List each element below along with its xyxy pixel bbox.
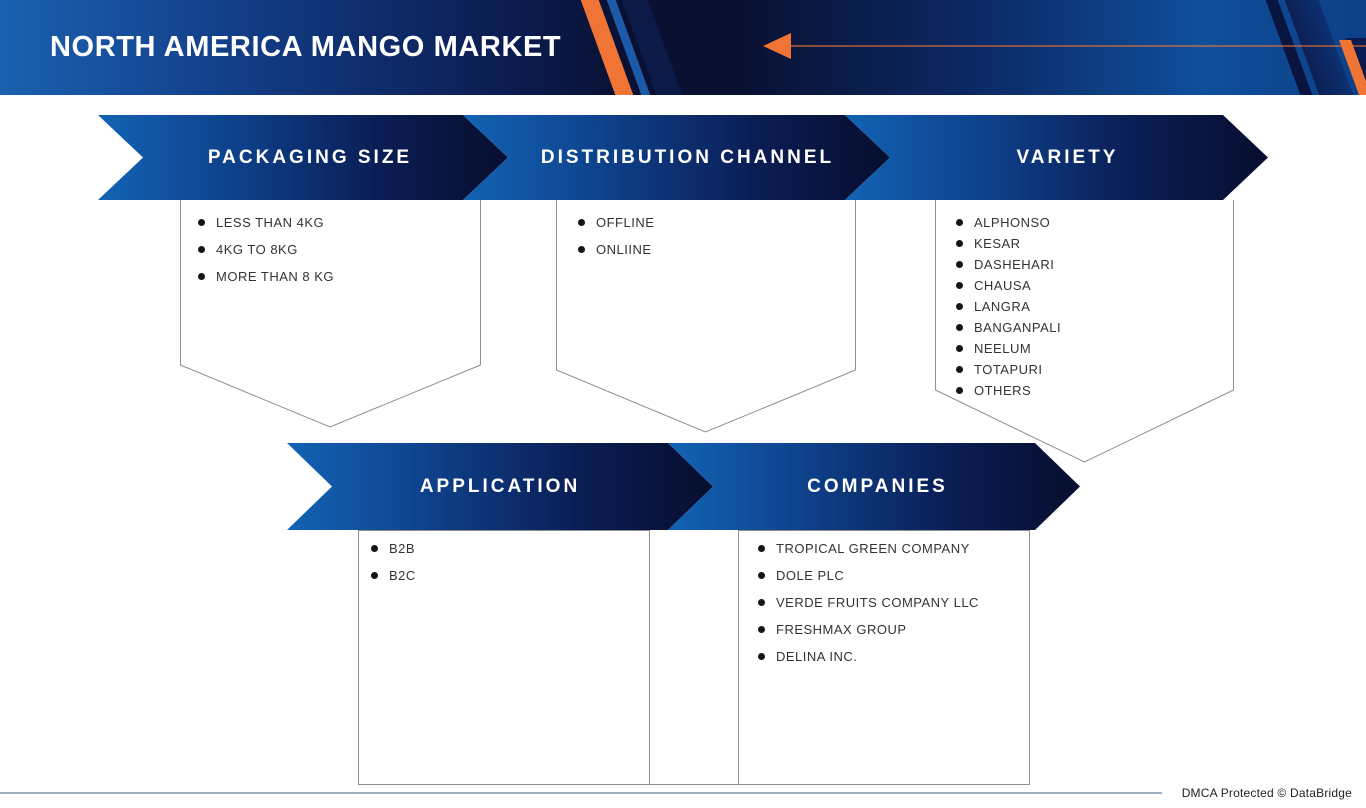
list-item-text: OFFLINE — [596, 215, 655, 230]
list-item: MORE THAN 8 KG — [198, 263, 334, 290]
application-list: B2B B2C — [371, 535, 416, 589]
bullet-icon — [956, 345, 963, 352]
bullet-icon — [371, 572, 378, 579]
list-item: ONLIINE — [578, 236, 654, 263]
dmca-watermark: DMCA Protected © DataBridge — [1181, 786, 1352, 800]
list-item: CHAUSA — [956, 275, 1061, 296]
list-item: 4KG TO 8KG — [198, 236, 334, 263]
bottom-rule — [0, 792, 1162, 794]
bullet-icon — [956, 303, 963, 310]
bullet-icon — [758, 572, 765, 579]
packaging-size-list: LESS THAN 4KG 4KG TO 8KG MORE THAN 8 KG — [198, 209, 334, 290]
list-item-text: FRESHMAX GROUP — [776, 622, 907, 637]
list-item: KESAR — [956, 233, 1061, 254]
header-band: NORTH AMERICA MANGO MARKET — [0, 0, 1366, 95]
list-item-text: B2B — [389, 541, 416, 556]
bullet-icon — [758, 653, 765, 660]
list-item: DELINA INC. — [758, 643, 979, 670]
application-label: APPLICATION — [419, 475, 581, 497]
list-item: OFFLINE — [578, 209, 654, 236]
list-item: FRESHMAX GROUP — [758, 616, 979, 643]
packaging-size-box — [180, 200, 481, 428]
list-item: B2B — [371, 535, 416, 562]
companies-banner — [668, 443, 1080, 530]
list-item-text: MORE THAN 8 KG — [216, 269, 335, 284]
list-item-text: DOLE PLC — [776, 568, 845, 583]
list-item-text: B2C — [389, 568, 416, 583]
variety-banner — [845, 115, 1268, 200]
distribution-channel-label: DISTRIBUTION CHANNEL — [540, 146, 835, 168]
list-item: VERDE FRUITS COMPANY LLC — [758, 589, 979, 616]
list-item-text: OTHERS — [974, 383, 1032, 398]
left-arrow-icon — [763, 33, 791, 59]
variety-box — [935, 200, 1234, 463]
list-item-text: TOTAPURI — [974, 362, 1043, 377]
companies-box — [738, 530, 1030, 785]
list-item-text: DELINA INC. — [776, 649, 858, 664]
bullet-icon — [578, 219, 585, 226]
distribution-channel-banner — [463, 115, 890, 200]
bullet-icon — [956, 261, 963, 268]
list-item-text: DASHEHARI — [974, 257, 1055, 272]
list-item-text: ONLIINE — [596, 242, 652, 257]
list-item: B2C — [371, 562, 416, 589]
list-item-text: LESS THAN 4KG — [216, 215, 325, 230]
list-item-text: CHAUSA — [974, 278, 1032, 293]
list-item-text: 4KG TO 8KG — [216, 242, 298, 257]
list-item: DASHEHARI — [956, 254, 1061, 275]
bullet-icon — [956, 282, 963, 289]
bullet-icon — [371, 545, 378, 552]
list-item-text: KESAR — [974, 236, 1021, 251]
list-item-text: BANGANPALI — [974, 320, 1062, 335]
companies-list: TROPICAL GREEN COMPANY DOLE PLC VERDE FRUI… — [758, 535, 979, 670]
bullet-icon — [758, 599, 765, 606]
arrow-line — [790, 45, 1366, 47]
list-item: LESS THAN 4KG — [198, 209, 334, 236]
bullet-icon — [956, 387, 963, 394]
list-item-text: LANGRA — [974, 299, 1031, 314]
list-item-text: VERDE FRUITS COMPANY LLC — [776, 595, 979, 610]
list-item: TOTAPURI — [956, 359, 1061, 380]
bullet-icon — [578, 246, 585, 253]
bullet-icon — [956, 219, 963, 226]
application-banner — [287, 443, 713, 530]
bullet-icon — [198, 246, 205, 253]
list-item: NEELUM — [956, 338, 1061, 359]
distribution-channel-box — [556, 200, 856, 433]
list-item-text: ALPHONSO — [974, 215, 1051, 230]
page-title: NORTH AMERICA MANGO MARKET — [50, 31, 562, 63]
list-item: DOLE PLC — [758, 562, 979, 589]
list-item-text: NEELUM — [974, 341, 1032, 356]
list-item: ALPHONSO — [956, 212, 1061, 233]
packaging-size-banner — [98, 115, 508, 200]
application-box — [358, 530, 650, 785]
packaging-size-label: PACKAGING SIZE — [207, 146, 413, 168]
bullet-icon — [758, 545, 765, 552]
bullet-icon — [956, 324, 963, 331]
bullet-icon — [198, 219, 205, 226]
bullet-icon — [956, 240, 963, 247]
distribution-channel-list: OFFLINE ONLIINE — [578, 209, 654, 263]
bullet-icon — [198, 273, 205, 280]
companies-label: COMPANIES — [807, 475, 948, 497]
list-item: BANGANPALI — [956, 317, 1061, 338]
list-item: LANGRA — [956, 296, 1061, 317]
variety-label: VARIETY — [1016, 146, 1119, 168]
bullet-icon — [758, 626, 765, 633]
list-item: OTHERS — [956, 380, 1061, 401]
list-item: TROPICAL GREEN COMPANY — [758, 535, 979, 562]
gap-bottom-line — [650, 784, 738, 785]
variety-list: ALPHONSO KESAR DASHEHARI CHAUSA LANGRA BANGAN… — [956, 212, 1061, 401]
list-item-text: TROPICAL GREEN COMPANY — [776, 541, 970, 556]
bullet-icon — [956, 366, 963, 373]
